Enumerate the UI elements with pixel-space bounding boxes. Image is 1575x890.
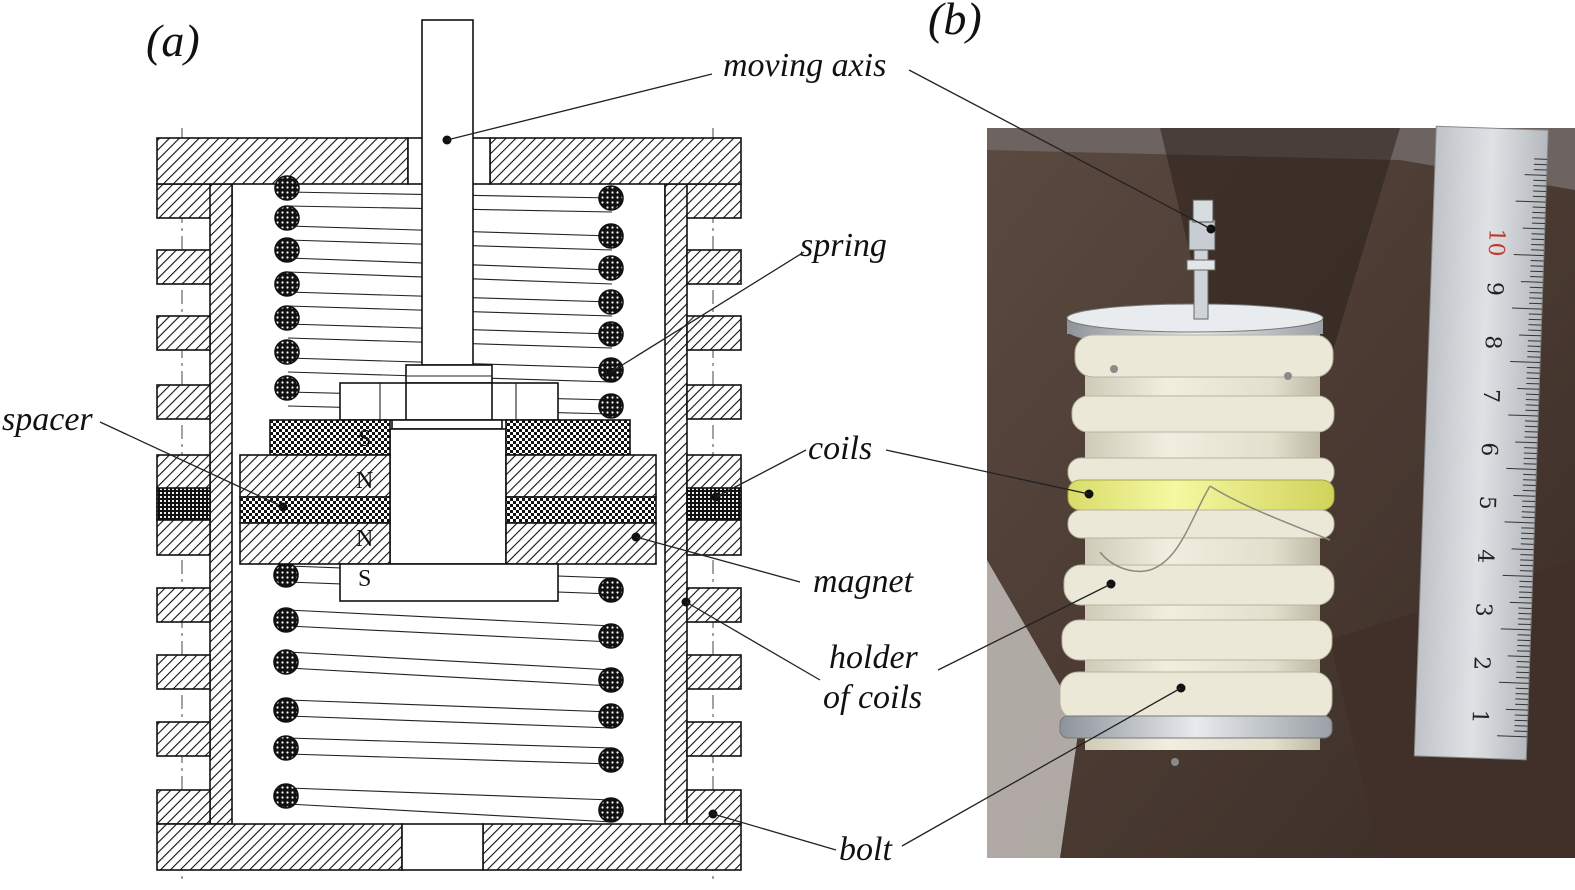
label-holder-line2: of coils: [823, 679, 922, 716]
ruler-number: 10: [1483, 228, 1509, 257]
cross-section-drawing: S N N S: [156, 19, 742, 884]
pole-label-s-top: S: [358, 426, 371, 452]
label-moving-axis: moving axis: [723, 47, 886, 84]
ruler-tick: [1504, 521, 1535, 524]
ruler-number: 3: [1470, 602, 1495, 617]
label-spacer: spacer: [2, 401, 93, 438]
ruler-tick: [1500, 628, 1531, 631]
ruler-number: 6: [1476, 442, 1501, 457]
ruler-number: 4: [1472, 549, 1497, 564]
spacer-left: [239, 496, 391, 524]
ruler-tick: [1511, 307, 1542, 310]
pole-label-n-upper: N: [356, 468, 373, 494]
ruler-tick: [1515, 441, 1538, 444]
magnet-top-left: [269, 419, 391, 456]
ruler-tick: [1507, 655, 1530, 658]
label-coils: coils: [808, 430, 872, 467]
leader-lines: [99, 69, 1212, 851]
coil-yellow-band: [1067, 479, 1335, 511]
spring-lower: [273, 562, 624, 823]
magnet-top-right: [505, 419, 631, 456]
ruler-tick: [1519, 334, 1542, 337]
label-bolt: bolt: [839, 831, 893, 868]
spacer-right: [505, 496, 657, 524]
ruler-tick: [1513, 494, 1536, 497]
ruler-tick: [1502, 574, 1533, 577]
holder-discs: [1059, 334, 1335, 739]
ruler-number: 1: [1466, 709, 1491, 724]
ruler-tick: [1498, 681, 1529, 684]
ruler-tick: [1508, 414, 1539, 417]
label-holder-line1: holder: [829, 639, 919, 676]
bottom-cap: [156, 823, 742, 871]
ruler-number: 2: [1468, 656, 1493, 671]
ruler-tick: [1515, 200, 1546, 203]
ruler-tick: [1505, 708, 1528, 711]
pole-label-s-bottom: S: [358, 566, 371, 592]
panel-label-a: (a): [146, 15, 200, 66]
ruler-tick: [1506, 467, 1537, 470]
moving-axis-rod: [339, 19, 559, 565]
ruler-number: 5: [1474, 495, 1499, 510]
ruler-tick: [1497, 735, 1528, 738]
ruler-number: 8: [1480, 335, 1505, 350]
device-photo: 1 2 3 4 5 6 7 8 9 10: [987, 125, 1575, 858]
pole-label-n-lower: N: [356, 526, 373, 552]
ruler-number: 9: [1481, 281, 1506, 296]
ruler-tick: [1510, 360, 1541, 364]
ruler-tick: [1522, 227, 1545, 230]
magnet-assembly: [239, 419, 657, 602]
ruler-tick: [1511, 548, 1534, 551]
ruler: 1 2 3 4 5 6 7 8 9 10: [1413, 125, 1549, 761]
coil-winding-right: [686, 487, 742, 521]
ruler-tick: [1524, 174, 1547, 176]
label-magnet: magnet: [813, 563, 915, 600]
ruler-tick: [1513, 254, 1544, 257]
holder-of-coils-wall-left: [156, 183, 233, 825]
coil-winding-left: [156, 487, 211, 521]
ruler-tick: [1520, 281, 1543, 283]
ruler-tick: [1517, 388, 1540, 390]
ruler-number: 7: [1478, 388, 1503, 403]
magnet-bottom-block: [339, 563, 559, 602]
ruler-tick: [1509, 601, 1532, 604]
label-spring: spring: [800, 227, 887, 264]
panel-label-b: (b): [928, 0, 982, 44]
